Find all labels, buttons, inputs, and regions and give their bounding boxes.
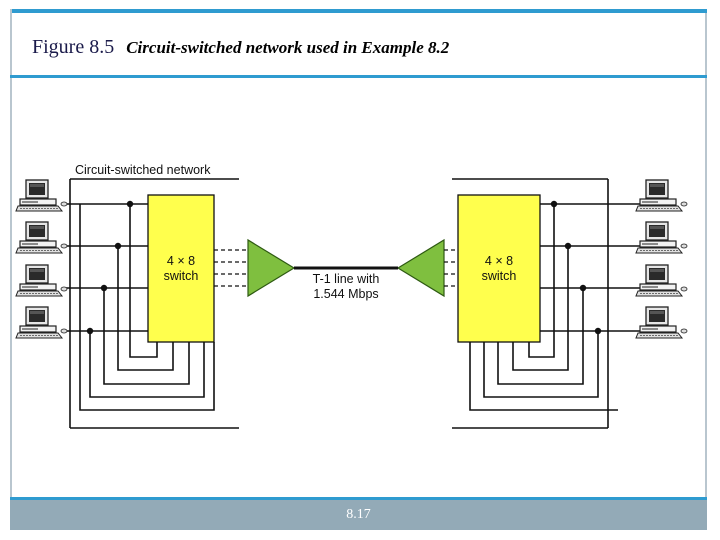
network-label: Circuit-switched network <box>75 163 211 177</box>
right-switch-size: 4 × 8 <box>485 254 513 268</box>
right-switch-label: switch <box>482 269 517 283</box>
link-label-line2: 1.544 Mbps <box>313 287 378 301</box>
figure-label: Figure 8.5 <box>32 36 115 58</box>
left-computers <box>15 179 68 339</box>
left-multiplexer <box>247 238 296 298</box>
right-computers <box>635 179 688 339</box>
left-switch-label: switch <box>164 269 199 283</box>
t1-link: T-1 line with 1.544 Mbps <box>247 238 445 301</box>
top-accent-bar <box>10 9 707 13</box>
title-underline <box>10 75 707 78</box>
computer-icon <box>15 306 68 339</box>
figure-caption: Circuit-switched network used in Example… <box>126 38 450 57</box>
footer-accent-stripe <box>10 497 707 500</box>
right-network: 4 × 8 switch <box>444 178 688 429</box>
right-multiplexer <box>396 238 445 298</box>
footer-bar: 8.17 <box>10 497 707 530</box>
slide-title: Figure 8.5 Circuit-switched network used… <box>32 36 449 59</box>
computer-icon <box>635 264 688 297</box>
left-switch <box>147 194 215 343</box>
computer-icon <box>635 221 688 254</box>
link-label-line1: T-1 line with <box>313 272 380 286</box>
computer-icon <box>635 306 688 339</box>
left-switch-size: 4 × 8 <box>167 254 195 268</box>
right-switch <box>457 194 541 343</box>
computer-icon <box>15 221 68 254</box>
computer-icon <box>635 179 688 212</box>
computer-icon <box>15 179 68 212</box>
left-network: Circuit-switched network 4 × 8 swit <box>15 163 250 429</box>
frame-right-border <box>705 13 707 518</box>
computer-icon <box>15 264 68 297</box>
page-number: 8.17 <box>346 507 371 522</box>
frame-left-border <box>10 9 12 530</box>
